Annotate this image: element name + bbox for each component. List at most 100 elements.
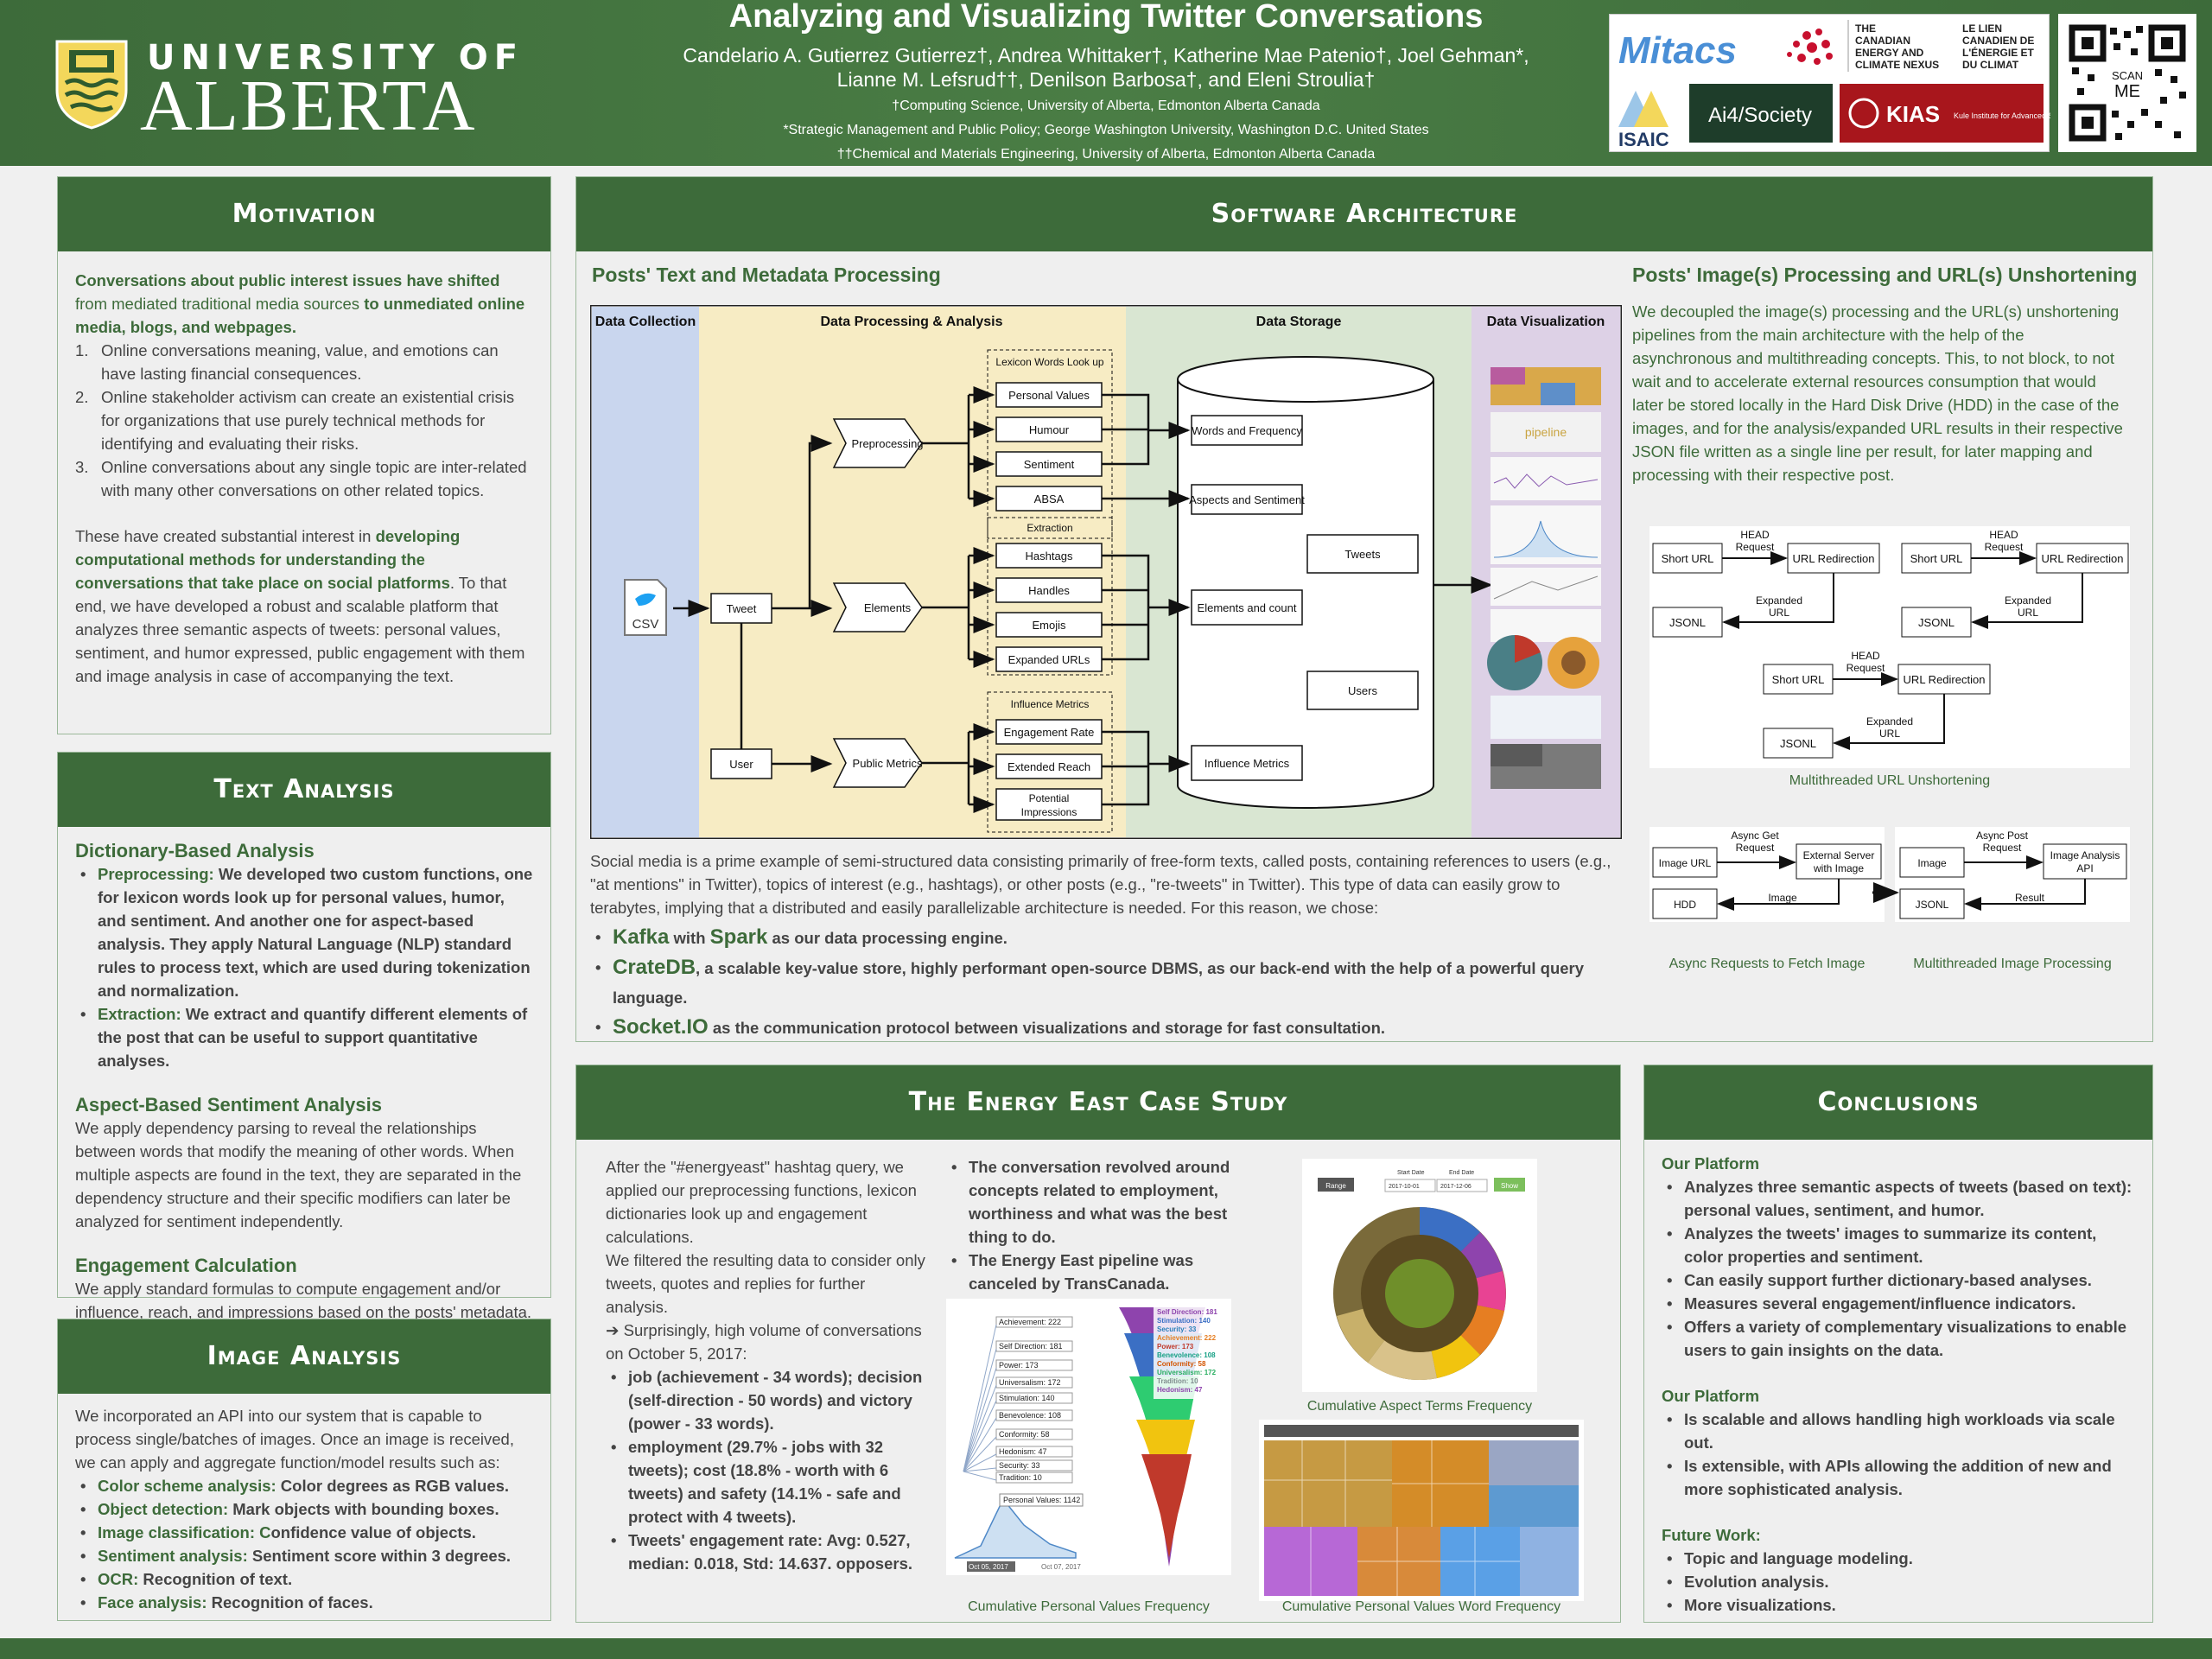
stream-legend-item: Benevolence: 108 [1157, 1351, 1216, 1359]
affiliation-3: ††Chemical and Materials Engineering, Un… [836, 147, 1376, 162]
pv-label: Achievement: 222 [999, 1318, 1061, 1326]
svg-text:Expanded: Expanded [1756, 594, 1802, 607]
svg-text:HEAD: HEAD [1851, 650, 1880, 662]
svg-text:pipeline: pipeline [1525, 425, 1567, 439]
caption-aspect: Cumulative Aspect Terms Frequency [1306, 1399, 1533, 1414]
personal-values-chart: Achievement: 222 Self Direction: 181Power… [946, 1299, 1231, 1575]
stream-legend-item: Stimulation: 140 [1157, 1317, 1211, 1325]
stream-legend-item: Achievement: 222 [1157, 1334, 1217, 1342]
svg-text:Extended Reach: Extended Reach [1007, 760, 1090, 773]
qr-code-icon: SCAN ME [2069, 24, 2186, 142]
svg-text:THE CANADIAN E: THE CANADIAN ENERGY AND CLIMATE NEXUS [1855, 22, 1939, 71]
pv-label-box [995, 1428, 1073, 1440]
text-processing-title: Posts' Text and Metadata Processing [592, 264, 941, 286]
svg-text:Expanded URLs: Expanded URLs [1008, 653, 1090, 666]
list-item: Object detection: Mark objects with boun… [75, 1497, 533, 1521]
svg-text:Emojis: Emojis [1032, 619, 1066, 632]
svg-text:User: User [729, 758, 753, 771]
svg-text:HDD: HDD [1674, 899, 1696, 911]
svg-text:Async Get: Async Get [1731, 830, 1779, 842]
authors: Candelario A. Gutierrez Gutierrez†, Andr… [605, 43, 1607, 92]
svg-text:Impressions: Impressions [1021, 806, 1077, 818]
svg-text:Data Visualization: Data Visualization [1487, 315, 1605, 329]
list-item: Tweets' engagement rate: Avg: 0.527, med… [606, 1529, 927, 1575]
list-item: CrateDB, a scalable key-value store, hig… [590, 953, 1627, 1013]
svg-text:2017-10-01: 2017-10-01 [1389, 1184, 1420, 1190]
list-item: Sentiment analysis: Sentiment score with… [75, 1544, 533, 1567]
svg-text:Oct 07, 2017: Oct 07, 2017 [1041, 1563, 1081, 1571]
svg-text:Request: Request [1985, 541, 2024, 553]
svg-text:Extraction: Extraction [1027, 522, 1072, 534]
poster-title: Analyzing and Visualizing Twitter Conver… [728, 0, 1484, 35]
pv-label: Benevolence: 108 [999, 1411, 1061, 1420]
svg-text:Influence Metrics: Influence Metrics [1011, 698, 1090, 710]
svg-text:ME: ME [2114, 82, 2140, 101]
list-item: job (achievement - 34 words); decision (… [606, 1365, 927, 1435]
svg-text:Influence Metrics: Influence Metrics [1205, 757, 1290, 770]
twitter-bird-icon [635, 593, 656, 606]
svg-text:Image: Image [1768, 892, 1797, 904]
list-item: 3.Online conversations about any single … [75, 458, 527, 499]
list-item: Analyzes three semantic aspects of tweet… [1662, 1175, 2135, 1222]
energy-east-col2: The conversation revolved around concept… [946, 1155, 1257, 1295]
list-item: Image classification: Confidence value o… [75, 1521, 533, 1544]
poster-footer [0, 1638, 2212, 1659]
affiliation-2: *Strategic Management and Public Policy;… [783, 123, 1429, 137]
pv-label: Security: 33 [999, 1461, 1040, 1470]
svg-text:Expanded: Expanded [1866, 715, 1913, 728]
poster-header: UNIVERSITY OF ALBERTA Analyzing and Visu… [0, 0, 2212, 166]
dictionary-title: Dictionary-Based Analysis [75, 840, 315, 861]
image-caption-right: Multithreaded Image Processing [1913, 957, 2112, 971]
qr-code[interactable]: SCAN ME [2058, 14, 2196, 152]
svg-text:Range: Range [1325, 1182, 1346, 1190]
aspect-sunburst-chart: Range Start Date End Date 2017-10-01 201… [1302, 1159, 1537, 1392]
university-crest-icon [55, 40, 128, 130]
svg-text:Oct 05, 2017: Oct 05, 2017 [969, 1563, 1008, 1571]
list-item: 2.Online stakeholder activism can create… [75, 388, 515, 453]
svg-text:URL Redirection: URL Redirection [2042, 552, 2124, 565]
nexus-logo-icon [1787, 29, 1833, 65]
caption-word-frequency: Cumulative Personal Values Word Frequenc… [1281, 1599, 1561, 1614]
software-architecture-heading: Software Architecture [576, 177, 2152, 251]
svg-text:JSONL: JSONL [1916, 899, 1949, 911]
svg-text:URL Redirection: URL Redirection [1904, 673, 1986, 686]
svg-text:Public Metrics: Public Metrics [853, 757, 923, 770]
svg-text:API: API [2076, 862, 2093, 874]
absa-title: Aspect-Based Sentiment Analysis [75, 1094, 382, 1116]
list-item: The Energy East pipeline was canceled by… [946, 1249, 1257, 1295]
pv-label: Stimulation: 140 [999, 1394, 1055, 1402]
image-processing-title: Posts' Image(s) Processing and URL(s) Un… [1632, 264, 2138, 286]
stream-legend-item: Power: 173 [1157, 1343, 1194, 1351]
list-item: Preprocessing: We developed two custom f… [75, 862, 533, 1002]
svg-text:Potential: Potential [1029, 792, 1070, 804]
pv-label-box [995, 1446, 1073, 1458]
svg-text:SCAN: SCAN [2112, 69, 2143, 82]
mitacs-logo: Mitacs [1618, 29, 1737, 72]
image-analysis-heading: Image Analysis [58, 1319, 550, 1394]
svg-text:Hashtags: Hashtags [1026, 550, 1073, 563]
caption-personal-values: Cumulative Personal Values Frequency [968, 1599, 1210, 1614]
svg-text:Engagement Rate: Engagement Rate [1004, 726, 1095, 739]
svg-text:Data Collection: Data Collection [595, 315, 696, 329]
list-item: 1.Online conversations meaning, value, a… [75, 341, 499, 383]
pv-label-box [995, 1459, 1073, 1471]
stream-legend-item: Self Direction: 181 [1157, 1308, 1217, 1316]
svg-text:JSONL: JSONL [1780, 737, 1816, 750]
svg-text:Elements and count: Elements and count [1198, 601, 1297, 614]
svg-text:Kule Institute for Advanced St: Kule Institute for Advanced Study [1954, 111, 2050, 120]
conclusions-heading: Conclusions [1644, 1065, 2152, 1140]
pv-label-box [995, 1392, 1073, 1404]
svg-text:Preprocessing: Preprocessing [851, 437, 923, 450]
svg-text:Tweet: Tweet [727, 602, 757, 615]
motivation-panel: Motivation Conversations about public in… [57, 176, 551, 734]
list-item: Socket.IO as the communication protocol … [590, 1013, 1627, 1043]
pv-label-box [995, 1471, 1073, 1484]
pv-label: Conformity: 58 [999, 1430, 1050, 1439]
pv-label-box [995, 1409, 1073, 1421]
image-analysis-panel: Image Analysis We incorporated an API in… [57, 1319, 551, 1621]
list-item: Is extensible, with APIs allowing the ad… [1662, 1454, 2135, 1501]
svg-text:Image Analysis: Image Analysis [2050, 849, 2120, 861]
list-item: employment (29.7% - jobs with 32 tweets)… [606, 1435, 927, 1529]
university-name-main: ALBERTA [140, 66, 477, 146]
